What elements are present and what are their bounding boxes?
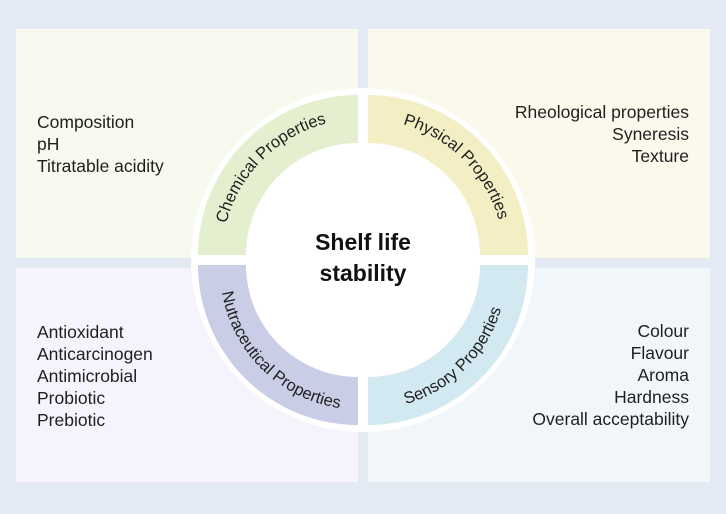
physical-list: Rheological properties Syneresis Texture [515,101,689,167]
chemical-item: Titratable acidity [37,156,164,176]
nutraceutical-item: Antioxidant [37,322,124,342]
chemical-list: Composition pH Titratable acidity [37,111,164,177]
physical-item: Texture [631,146,689,166]
center-title-line2: stability [320,260,407,286]
nutraceutical-list: Antioxidant Anticarcinogen Antimicrobial… [37,321,153,431]
sensory-item: Flavour [630,343,689,363]
sensory-item: Colour [637,321,689,341]
chemical-item: pH [37,134,60,154]
sensory-ring-segment [368,265,528,425]
sensory-item: Overall acceptability [532,409,689,429]
nutraceutical-item: Anticarcinogen [37,344,153,364]
physical-item: Rheological properties [514,102,689,122]
physical-item: Syneresis [612,124,689,144]
nutraceutical-item: Probiotic [37,388,106,408]
center-title-line1: Shelf life [315,229,411,255]
nutraceutical-ring-segment [198,265,358,425]
nutraceutical-item: Prebiotic [37,410,106,430]
center-disc [255,152,471,368]
sensory-list: Colour Flavour Aroma Hardness Overall ac… [532,320,689,430]
sensory-item: Aroma [637,365,689,385]
sensory-item: Hardness [614,387,689,407]
chemical-item: Composition [37,112,135,132]
nutraceutical-item: Antimicrobial [37,366,138,386]
physical-ring-segment [368,95,528,255]
chemical-ring-segment [198,95,358,255]
